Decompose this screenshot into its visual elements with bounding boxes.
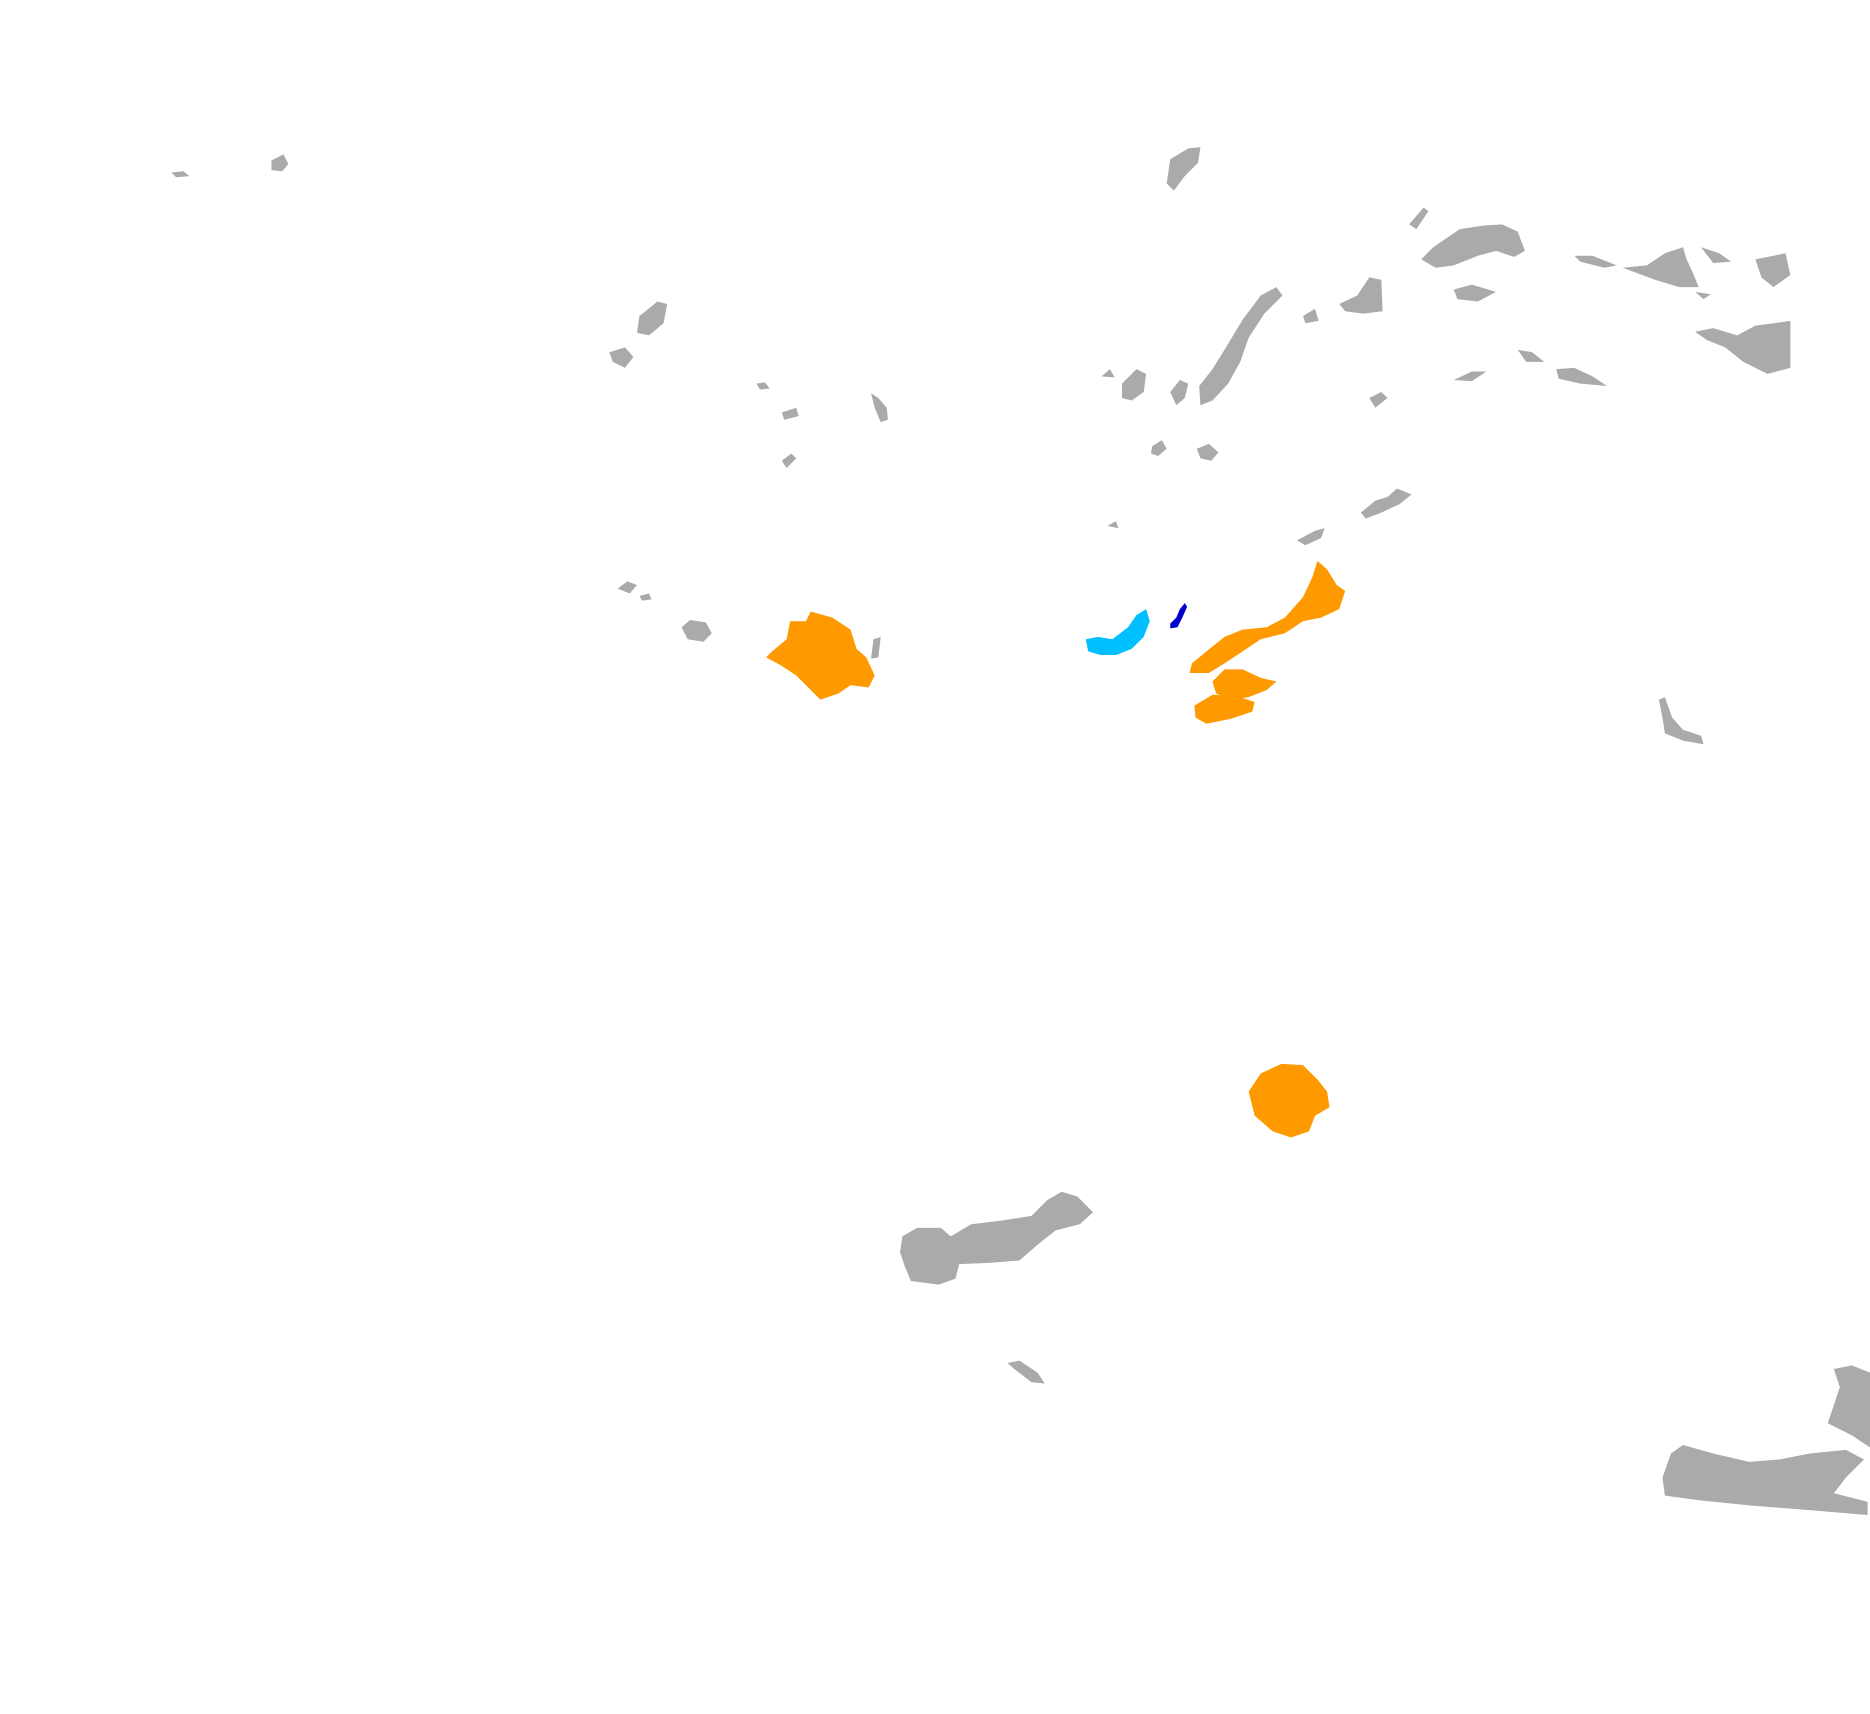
island <box>1517 349 1545 362</box>
island <box>1107 521 1119 529</box>
island <box>900 1191 1094 1285</box>
island <box>871 393 888 423</box>
island <box>1007 1360 1045 1384</box>
island <box>1453 284 1496 302</box>
island <box>639 593 652 601</box>
island <box>271 154 289 172</box>
island <box>1302 308 1319 324</box>
island <box>1622 247 1699 288</box>
island <box>637 301 668 336</box>
island <box>1150 440 1167 456</box>
island <box>1453 371 1487 382</box>
island <box>1170 379 1189 406</box>
island <box>1409 207 1429 230</box>
island <box>1701 247 1732 263</box>
highlighted-island <box>1085 609 1150 655</box>
island <box>1101 369 1115 378</box>
highlighted-island <box>1248 1063 1330 1138</box>
island <box>1122 369 1147 401</box>
island <box>1695 291 1711 300</box>
island <box>1196 443 1219 461</box>
island <box>1658 697 1704 745</box>
highlighted-island <box>1212 669 1277 700</box>
island <box>756 382 770 390</box>
island <box>171 171 190 178</box>
island <box>1296 528 1325 546</box>
land-islands <box>171 147 1870 1515</box>
highlighted-islands <box>766 560 1346 1138</box>
island <box>1827 1365 1870 1448</box>
island <box>681 619 712 642</box>
island <box>1662 1445 1868 1515</box>
highlighted-island <box>1189 560 1346 674</box>
island <box>1339 277 1383 314</box>
island <box>1421 224 1525 268</box>
island <box>1695 320 1791 374</box>
island <box>781 453 797 469</box>
highlighted-island <box>1170 603 1188 629</box>
island <box>1166 147 1201 191</box>
highlighted-island <box>766 611 875 700</box>
island <box>609 347 634 368</box>
island <box>1755 253 1791 288</box>
island <box>871 636 881 659</box>
island <box>781 407 799 420</box>
island <box>1369 392 1388 408</box>
highlighted-island <box>1194 694 1255 724</box>
island <box>1199 287 1283 406</box>
island <box>1574 255 1617 268</box>
island <box>617 581 638 594</box>
island <box>1360 488 1412 519</box>
island <box>1556 367 1607 386</box>
